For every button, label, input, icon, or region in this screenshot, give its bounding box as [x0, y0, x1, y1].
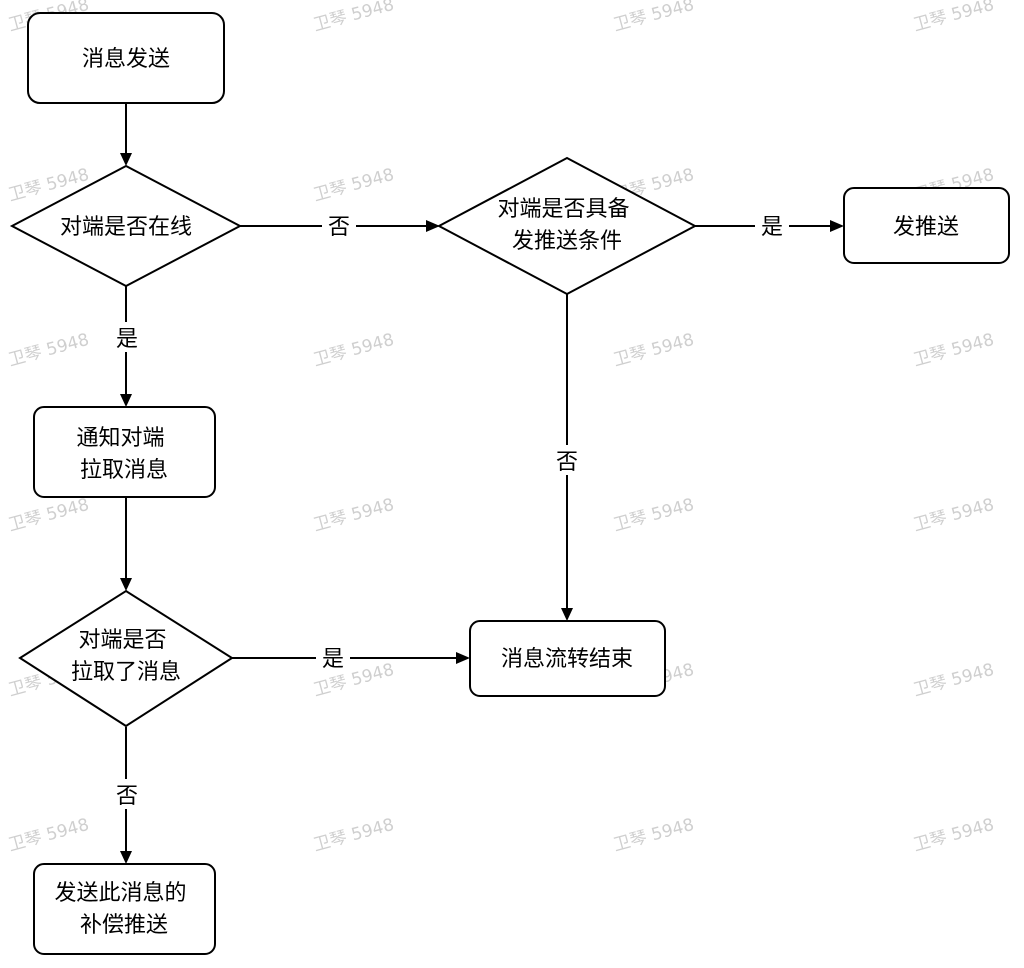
node-pulled-decision: 对端是否 拉取了消息	[18, 589, 234, 728]
edge-label-online-yes: 是	[116, 327, 138, 352]
watermark-text: 卫琴 5948	[911, 815, 996, 856]
node-text: 消息流转结束	[501, 647, 633, 672]
watermark-text: 卫琴 5948	[6, 815, 91, 856]
node-text: 发推送	[893, 215, 959, 240]
node-text-line: 补偿推送	[80, 913, 168, 938]
arrowhead	[830, 220, 844, 232]
watermark-text: 卫琴 5948	[6, 330, 91, 371]
node-text: 通知对端 拉取消息	[76, 426, 171, 483]
arrowhead	[456, 652, 470, 664]
node-text-line: 对端是否在线	[60, 215, 192, 240]
edge-labels: 否 是 是 否 是 否	[112, 210, 789, 809]
node-text-line: 拉取了消息	[71, 660, 181, 685]
watermark-text: 卫琴 5948	[311, 495, 396, 536]
node-push: 发推送	[843, 187, 1010, 264]
edge-label-pulled-yes: 是	[322, 647, 344, 672]
watermark-text: 卫琴 5948	[911, 495, 996, 536]
watermark-text: 卫琴 5948	[911, 0, 996, 36]
node-text-line: 对端是否	[78, 628, 166, 653]
node-text-line: 发送此消息的	[54, 881, 186, 906]
watermark-text: 卫琴 5948	[6, 495, 91, 536]
node-text: 对端是否具备 发推送条件	[497, 197, 636, 254]
node-online-decision: 对端是否在线	[9, 164, 243, 288]
node-text: 对端是否 拉取了消息	[71, 628, 181, 685]
watermark-text: 卫琴 5948	[611, 0, 696, 36]
node-text: 消息发送	[82, 47, 170, 72]
node-text: 对端是否在线	[60, 215, 192, 240]
watermark-text: 卫琴 5948	[611, 815, 696, 856]
node-text-line: 发推送	[893, 215, 959, 240]
node-text: 发送此消息的 补偿推送	[54, 881, 193, 938]
watermark-text: 卫琴 5948	[311, 330, 396, 371]
node-text-line: 拉取消息	[80, 458, 168, 483]
node-text-line: 对端是否具备	[497, 197, 629, 222]
node-push-condition-decision: 对端是否具备 发推送条件	[436, 156, 698, 296]
arrowhead	[120, 153, 132, 166]
arrowhead	[120, 578, 132, 591]
node-text-line: 发推送条件	[512, 229, 622, 254]
edge-label-push-cond-no: 否	[556, 450, 578, 475]
watermark-text: 卫琴 5948	[911, 660, 996, 701]
watermark-text: 卫琴 5948	[911, 330, 996, 371]
watermark-text: 卫琴 5948	[311, 815, 396, 856]
node-send: 消息发送	[27, 12, 225, 104]
watermark-text: 卫琴 5948	[311, 165, 396, 206]
arrowhead	[120, 851, 132, 864]
node-text-line: 通知对端	[76, 426, 164, 451]
watermark-text: 卫琴 5948	[611, 495, 696, 536]
node-notify: 通知对端 拉取消息	[33, 406, 216, 498]
arrowhead	[120, 394, 132, 407]
watermark-text: 卫琴 5948	[611, 330, 696, 371]
watermark-text: 卫琴 5948	[311, 0, 396, 36]
node-text-line: 消息发送	[82, 47, 170, 72]
arrowhead	[426, 220, 440, 232]
edge-label-pulled-no: 否	[116, 784, 138, 809]
node-end: 消息流转结束	[469, 620, 666, 697]
node-text-line: 消息流转结束	[501, 647, 633, 672]
edge-label-push-cond-yes: 是	[761, 215, 783, 240]
edge-label-online-no: 否	[328, 215, 350, 240]
node-compensate: 发送此消息的 补偿推送	[33, 863, 216, 955]
arrowhead	[561, 608, 573, 621]
